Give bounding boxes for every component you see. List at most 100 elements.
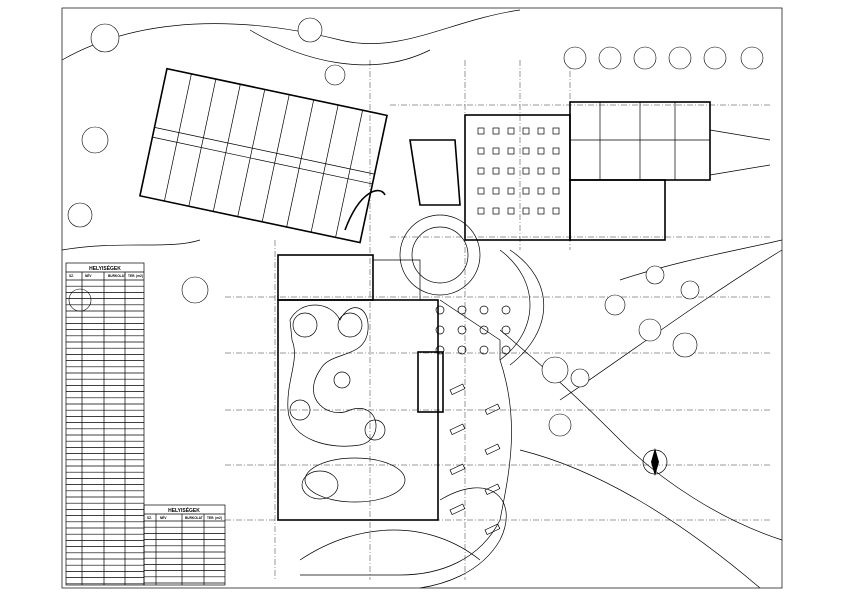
tree-icon bbox=[672, 332, 698, 358]
tree-icon bbox=[703, 46, 727, 70]
room-partition bbox=[212, 84, 241, 212]
tree-icon bbox=[633, 46, 657, 70]
table-icon bbox=[552, 167, 560, 175]
table-icon bbox=[522, 147, 530, 155]
table-icon bbox=[501, 345, 511, 355]
sun-lounger-icon bbox=[449, 423, 466, 435]
terrace bbox=[300, 299, 512, 576]
col-name: NÉV bbox=[160, 515, 167, 520]
table-icon bbox=[457, 325, 467, 335]
tree-icon bbox=[541, 356, 569, 384]
drawing-frame bbox=[61, 7, 783, 589]
col-flooring: BURKOLAT bbox=[185, 516, 203, 520]
table-icon bbox=[537, 167, 545, 175]
table-icon bbox=[457, 345, 467, 355]
table-icon bbox=[522, 207, 530, 215]
tree-icon bbox=[324, 64, 346, 86]
tree-icon bbox=[598, 46, 622, 70]
table-icon bbox=[522, 127, 530, 135]
tree-icon bbox=[638, 318, 662, 342]
spa-pool-area bbox=[277, 254, 444, 521]
sun-lounger-icon bbox=[484, 403, 501, 415]
tree-icon bbox=[297, 17, 323, 43]
sun-lounger-icon bbox=[484, 443, 501, 455]
table-icon bbox=[492, 147, 500, 155]
table-icon bbox=[507, 187, 515, 195]
room-table-main: HELYISÉGEK SZ. NÉV BURKOLAT TER. (m2) bbox=[65, 262, 145, 586]
sun-lounger-icon bbox=[484, 483, 501, 495]
room-partition bbox=[335, 110, 363, 238]
sun-lounger-icon bbox=[484, 523, 501, 535]
table-icon bbox=[479, 345, 489, 355]
table-icon bbox=[507, 167, 515, 175]
table-icon bbox=[492, 187, 500, 195]
table-icon bbox=[492, 127, 500, 135]
table-icon bbox=[479, 305, 489, 315]
tree-icon bbox=[668, 46, 692, 70]
table-icon bbox=[477, 127, 485, 135]
table-icon bbox=[477, 147, 485, 155]
room-table-secondary: HELYISÉGEK SZ. NÉV BURKOLAT TER. (m2) bbox=[143, 504, 226, 586]
sun-lounger-icon bbox=[449, 383, 466, 395]
table-icon bbox=[507, 207, 515, 215]
col-number: SZ. bbox=[69, 274, 74, 278]
room-partition bbox=[286, 99, 315, 228]
table-icon bbox=[552, 187, 560, 195]
tree-icon bbox=[604, 294, 626, 316]
table-icon bbox=[507, 127, 515, 135]
table-icon bbox=[435, 325, 445, 335]
structural-grid bbox=[225, 60, 770, 580]
room-partition bbox=[310, 104, 339, 233]
tree-icon bbox=[645, 265, 665, 285]
table-icon bbox=[492, 207, 500, 215]
table-icon bbox=[537, 147, 545, 155]
tree-icon bbox=[563, 46, 587, 70]
tree-icon bbox=[570, 368, 590, 388]
table-icon bbox=[552, 207, 560, 215]
table-icon bbox=[537, 127, 545, 135]
tree-icon bbox=[181, 276, 209, 304]
sun-lounger-icon bbox=[449, 503, 466, 515]
guest-room-wing bbox=[138, 67, 388, 244]
tree-icon bbox=[548, 413, 572, 437]
col-area: TER. (m2) bbox=[128, 274, 143, 278]
tree-icon bbox=[740, 46, 764, 70]
room-partition bbox=[164, 73, 192, 202]
col-name: NÉV bbox=[85, 273, 92, 278]
table-icon bbox=[507, 147, 515, 155]
table-icon bbox=[552, 127, 560, 135]
col-area: TER. (m2) bbox=[207, 516, 222, 520]
sun-lounger-icon bbox=[449, 463, 466, 475]
table-icon bbox=[501, 305, 511, 315]
table-icon bbox=[492, 167, 500, 175]
north-arrow-icon bbox=[642, 448, 668, 476]
room-table-secondary-title: HELYISÉGEK bbox=[168, 506, 200, 514]
table-icon bbox=[477, 207, 485, 215]
tree-icon bbox=[90, 23, 120, 53]
table-icon bbox=[435, 305, 445, 315]
table-icon bbox=[552, 147, 560, 155]
tree-icon bbox=[67, 202, 93, 228]
table-icon bbox=[457, 305, 467, 315]
table-icon bbox=[479, 325, 489, 335]
col-flooring: BURKOLAT bbox=[108, 274, 126, 278]
room-partition bbox=[261, 94, 290, 222]
tree-icon bbox=[81, 126, 109, 154]
table-icon bbox=[537, 187, 545, 195]
room-partition bbox=[188, 78, 217, 207]
table-icon bbox=[477, 187, 485, 195]
tree-icon bbox=[680, 280, 700, 300]
table-icon bbox=[522, 187, 530, 195]
room-partition bbox=[237, 89, 266, 217]
trees bbox=[67, 17, 764, 437]
room-table-main-title: HELYISÉGEK bbox=[89, 264, 121, 272]
col-number: SZ. bbox=[147, 516, 152, 520]
kitchen-building bbox=[569, 101, 771, 241]
table-icon bbox=[501, 325, 511, 335]
terrain-contours bbox=[61, 9, 783, 589]
table-icon bbox=[477, 167, 485, 175]
lobby-stair bbox=[344, 139, 544, 366]
table-icon bbox=[537, 207, 545, 215]
table-icon bbox=[435, 345, 445, 355]
table-icon bbox=[522, 167, 530, 175]
